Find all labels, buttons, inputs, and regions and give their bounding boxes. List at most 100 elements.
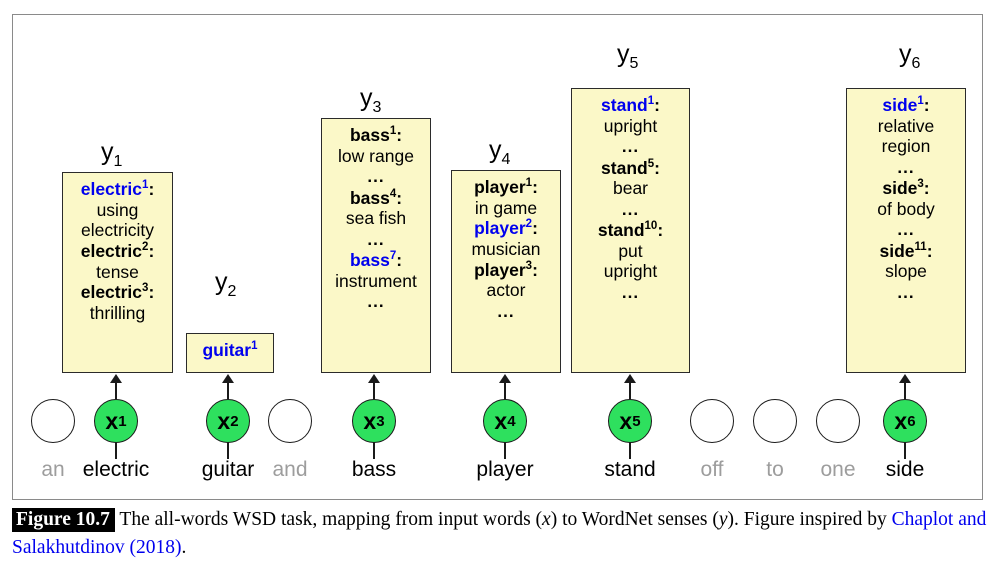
sense-colon: :	[396, 187, 403, 208]
sense-lemma: side	[882, 178, 918, 199]
arrow-shaft	[503, 382, 507, 399]
input-word-player: player	[476, 458, 534, 481]
sense-lemma: electric	[80, 240, 143, 261]
sense-entry-header: player2:	[456, 218, 556, 239]
sense-box-bass[interactable]: bass1:low range...bass4:sea fish...bass7…	[321, 118, 431, 373]
node-stem-down	[628, 441, 632, 459]
input-word-guitar: guitar	[201, 458, 255, 481]
sense-ellipsis: ...	[621, 199, 640, 219]
sense-lemma: bass	[349, 125, 390, 145]
sense-ellipsis: ...	[367, 229, 385, 249]
sense-ellipsis: ...	[367, 167, 385, 187]
input-word-to: to	[766, 458, 784, 481]
y-label-4: y4	[489, 136, 510, 169]
y-label-subscript: 3	[372, 99, 382, 116]
node-label: x	[105, 407, 119, 434]
sense-entry-header: electric2:	[67, 241, 168, 262]
y-label-subscript: 2	[227, 283, 237, 300]
token-node-an[interactable]	[31, 399, 75, 443]
sense-colon: :	[657, 220, 664, 241]
sense-box-stand[interactable]: stand1:upright...stand5:bear...stand10:p…	[571, 88, 690, 373]
arrow-shaft	[226, 382, 230, 399]
token-node-one[interactable]	[816, 399, 860, 443]
y-label-subscript: 6	[911, 55, 921, 72]
sense-colon: :	[148, 282, 155, 303]
sense-colon: :	[926, 240, 933, 261]
sense-lemma: player	[474, 177, 526, 197]
sense-gloss: upright	[603, 261, 658, 282]
sense-gloss: using	[96, 199, 139, 220]
sense-entry-header: player3:	[456, 260, 556, 281]
sense-entry-header: electric3:	[67, 282, 168, 303]
sense-number: 5	[647, 157, 655, 170]
sense-number: 1	[917, 95, 924, 108]
node-subscript: 5	[632, 412, 641, 430]
caption-text-1: The all-words WSD task, mapping from inp…	[119, 509, 543, 530]
y-label-base: y	[215, 268, 228, 296]
y-label-subscript: 4	[501, 151, 511, 168]
sense-colon: :	[654, 157, 660, 178]
input-word-bass: bass	[351, 458, 397, 481]
caption-citation-link[interactable]: Chaplot and Salakhutdinov (2018)	[12, 509, 987, 559]
figure-number-tag: Figure 10.7	[12, 508, 115, 532]
sense-number: 3	[525, 259, 533, 272]
sense-lemma: bass	[349, 250, 390, 271]
sense-colon: :	[396, 250, 403, 271]
arrow-head	[368, 374, 380, 383]
arrow-head	[899, 374, 911, 383]
sense-lemma: electric	[80, 179, 143, 199]
sense-entry-header: bass4:	[326, 188, 426, 209]
sense-entry-header: stand1:	[576, 95, 685, 116]
sense-colon: :	[923, 95, 930, 115]
y-label-2: y2	[215, 268, 236, 301]
sense-gloss: in game	[474, 197, 538, 218]
y-label-5: y5	[617, 40, 638, 73]
sense-ellipsis: ...	[621, 137, 640, 157]
sense-gloss: of body	[877, 198, 935, 219]
sense-number: 2	[525, 218, 533, 231]
sense-gloss: thrilling	[89, 302, 146, 323]
sense-entry-header: bass1:	[326, 125, 426, 146]
sense-colon: :	[532, 177, 538, 197]
sense-number: 4	[389, 187, 397, 200]
sense-number: 1	[647, 95, 655, 108]
sense-lemma: bass	[349, 187, 390, 208]
node-subscript: 1	[118, 412, 127, 430]
arrow-shaft	[114, 382, 118, 399]
y-label-6: y6	[899, 40, 920, 73]
input-word-and: and	[272, 458, 308, 481]
sense-lemma: side	[879, 240, 915, 261]
sense-lemma: player	[474, 218, 526, 239]
token-node-off[interactable]	[690, 399, 734, 443]
sense-lemma: electric	[80, 282, 143, 303]
arrow-shaft	[903, 382, 907, 399]
sense-ellipsis: ...	[497, 301, 515, 321]
sense-gloss: slope	[885, 261, 927, 282]
sense-box-guitar[interactable]: guitar1	[186, 333, 274, 373]
sense-gloss: low range	[338, 145, 414, 166]
input-word-electric: electric	[82, 458, 150, 481]
node-subscript: 2	[230, 412, 239, 430]
node-label: x	[494, 407, 508, 434]
sense-lemma: stand	[597, 220, 645, 241]
token-node-and[interactable]	[268, 399, 312, 443]
sense-entry-header: player1:	[456, 177, 556, 198]
node-stem-down	[903, 441, 907, 459]
sense-colon: :	[654, 95, 660, 115]
input-word-stand: stand	[604, 458, 656, 481]
sense-entry-header: side3:	[851, 178, 961, 199]
token-node-to[interactable]	[753, 399, 797, 443]
arrow-shaft	[372, 382, 376, 399]
arrow-head	[624, 374, 636, 383]
y-label-base: y	[617, 40, 630, 68]
sense-ellipsis: ...	[367, 292, 385, 312]
